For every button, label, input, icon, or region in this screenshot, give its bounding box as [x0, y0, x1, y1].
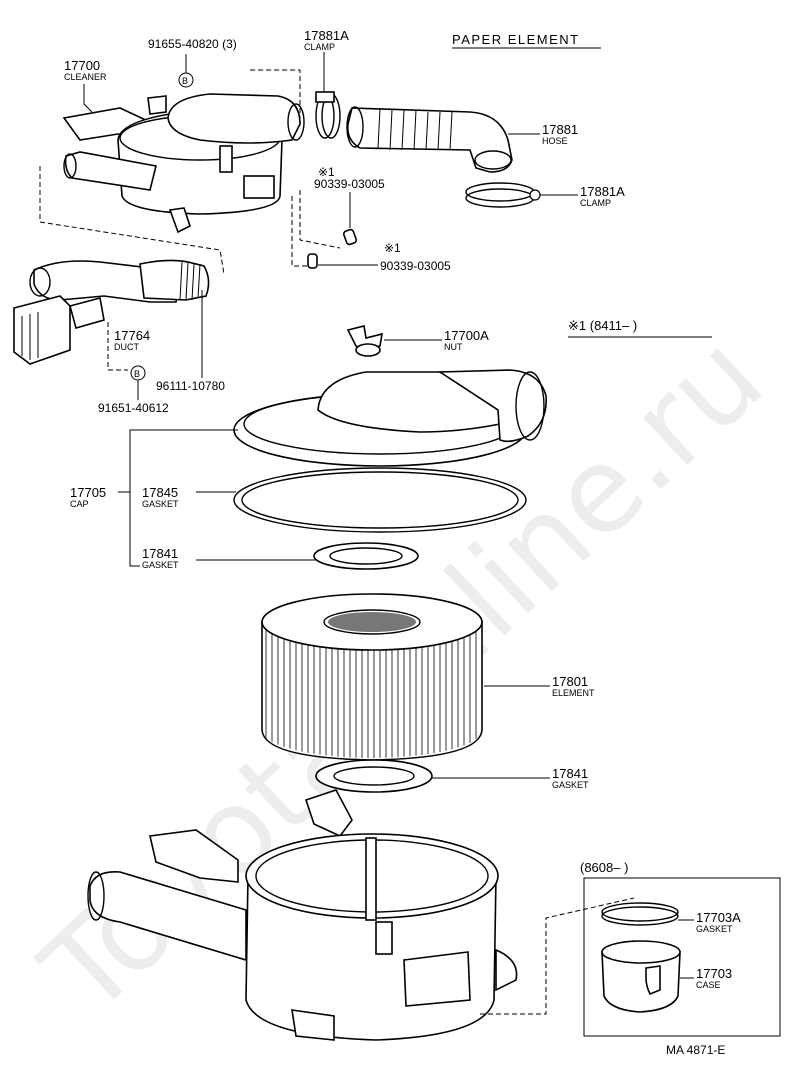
dashed-ref-pin-2	[291, 196, 312, 267]
dashed-ref-duct	[39, 166, 225, 275]
dashed-ref-lid	[250, 69, 301, 120]
gasket-case-drawing	[601, 902, 679, 926]
callout-cap-name: CAP	[70, 499, 89, 509]
callout-gasket-cap-number: 17845	[142, 485, 178, 500]
dashed-ref-bolt-b	[107, 322, 128, 371]
gasket-bottom-drawing	[315, 759, 433, 793]
callout-nut-number: 17700A	[444, 328, 489, 343]
callout-duct-number: 17764	[114, 328, 150, 343]
callout-gasket-case-name: GASKET	[696, 924, 733, 934]
gasket-top-drawing	[313, 542, 419, 570]
callout-clamp-top-name: CLAMP	[304, 42, 335, 52]
bracket-cap	[129, 429, 238, 567]
cleaner-assembly-drawing	[62, 93, 305, 234]
cap-gasket-drawing	[233, 467, 527, 533]
housing-drawing	[87, 789, 518, 1041]
callout-clamp-top-number: 17881A	[304, 28, 349, 43]
callout-gasket-bottom-name: GASKET	[552, 780, 589, 790]
callout-duct-name: DUCT	[114, 342, 139, 352]
element-drawing	[261, 593, 483, 761]
callout-clamp-mid-number: 17881A	[580, 184, 625, 199]
callout-cleaner-name: CLEANER	[64, 72, 107, 82]
nut-drawing	[346, 325, 383, 357]
callout-case-number: 17703	[696, 966, 732, 981]
bolt-marker-b-top-letter: B	[182, 76, 188, 86]
clamp-mid-drawing	[465, 182, 541, 208]
callout-clamp-mid-name: CLAMP	[580, 198, 611, 208]
callout-bolt-b-top-number: 91655-40820 (3)	[148, 37, 237, 51]
pin-2-drawing	[307, 253, 318, 269]
clamp-top-drawing	[315, 91, 341, 139]
bolt-marker-b-bottom-letter: B	[134, 369, 140, 379]
callout-hose-name: HOSE	[542, 136, 568, 146]
callout-gasket-top-name: GASKET	[142, 560, 179, 570]
callout-element-name: ELEMENT	[552, 688, 595, 698]
callout-bolt-b-bottom-number: 91651-40612	[98, 401, 169, 415]
case-drawing	[601, 940, 681, 1013]
duct-drawing	[13, 259, 210, 365]
dashed-ref-case	[480, 897, 635, 1015]
callout-gasket-cap-name: GASKET	[142, 499, 179, 509]
callout-pin-2-number: 90339-03005	[380, 259, 451, 273]
callout-case-name: CASE	[696, 980, 721, 990]
note-1: ※1 (8411– )	[568, 318, 637, 333]
leader-cleaner	[83, 84, 93, 113]
header-title: PAPER ELEMENT	[452, 32, 580, 47]
callout-clamp-duct-number: 96111-10780	[156, 379, 225, 393]
note-2: (8608– )	[580, 860, 628, 875]
callout-hose-number: 17881	[542, 122, 578, 137]
callout-gasket-case-number: 17703A	[696, 910, 741, 925]
callout-cleaner-number: 17700	[64, 58, 100, 73]
pin-1-drawing	[342, 228, 358, 246]
hose-drawing	[346, 106, 513, 173]
dashed-ref-pin-1	[299, 190, 341, 249]
callout-gasket-top-number: 17841	[142, 546, 178, 561]
cap-drawing	[233, 369, 547, 467]
footer-code: MA 4871-E	[666, 1043, 725, 1057]
callout-nut-name: NUT	[444, 342, 463, 352]
callout-cap-number: 17705	[70, 485, 106, 500]
callout-gasket-bottom-number: 17841	[552, 766, 588, 781]
callout-pin-1-note: ※1	[318, 165, 335, 179]
callout-pin-2-note: ※1	[384, 241, 401, 255]
note-2-box	[583, 877, 781, 1037]
callout-pin-1-number: 90339-03005	[314, 177, 385, 191]
callout-element-number: 17801	[552, 674, 588, 689]
